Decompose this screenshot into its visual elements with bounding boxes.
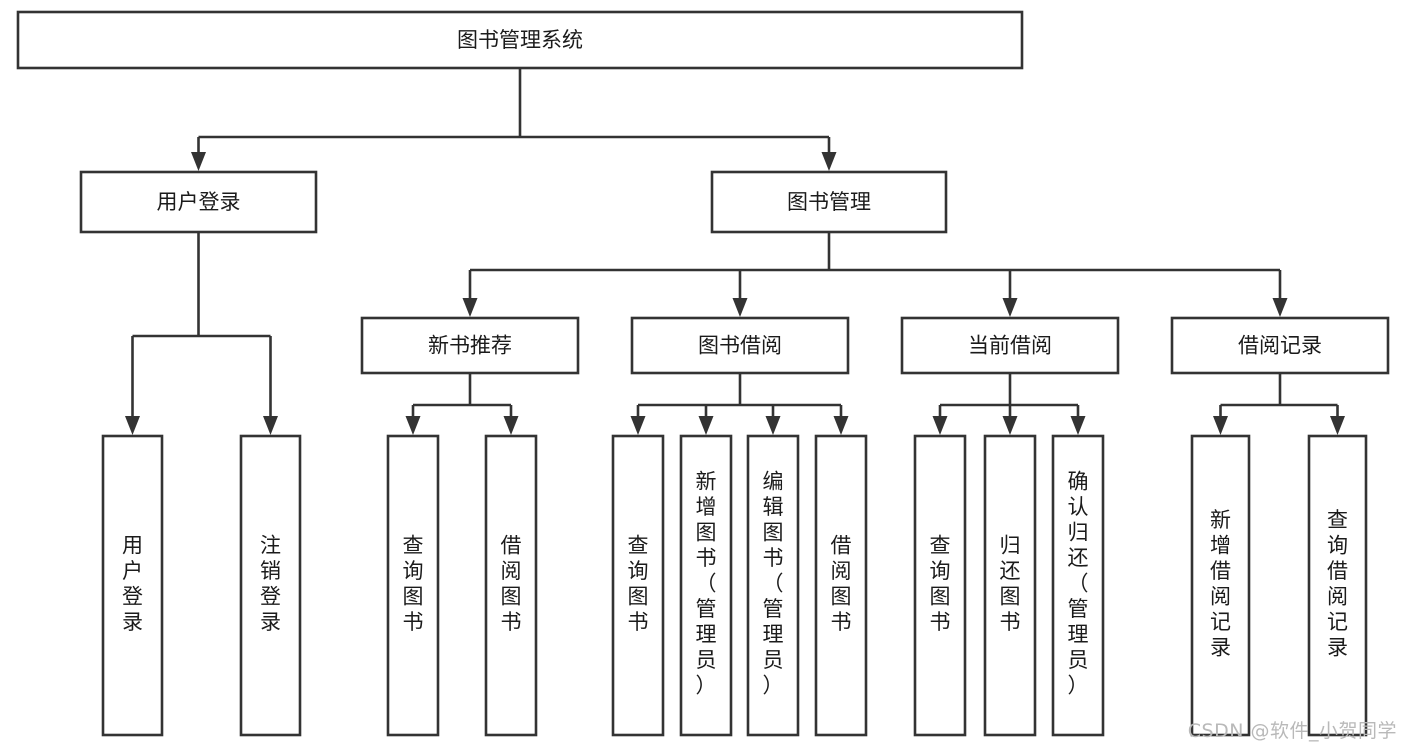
node-user-login[interactable]: 用户登录	[79, 170, 318, 234]
node-label-root: 图书管理系统	[457, 28, 583, 52]
node-leaf-query-book-recommend[interactable]: 查询图书	[386, 434, 440, 737]
arrow-book-management	[821, 152, 837, 171]
node-label-leaf-user-login: 用户登录	[122, 533, 143, 634]
node-box-leaf-logout	[239, 434, 302, 737]
node-leaf-query-borrow-record[interactable]: 查询借阅记录	[1307, 434, 1368, 737]
node-leaf-borrow-book[interactable]: 借阅图书	[814, 434, 868, 737]
node-label-leaf-add-borrow-record: 新增借阅记录	[1210, 508, 1231, 660]
arrow-leaf-add-book-admin	[698, 416, 714, 435]
node-box-leaf-query-book-recommend	[386, 434, 440, 737]
node-label-book-borrow: 图书借阅	[698, 334, 782, 358]
node-box-leaf-borrow-book-recommend	[484, 434, 538, 737]
node-leaf-edit-book-admin[interactable]: 编辑图书（管理员）	[746, 434, 800, 737]
node-layer: 图书管理系统用户登录图书管理新书推荐图书借阅当前借阅借阅记录用户登录注销登录查询…	[16, 10, 1390, 737]
arrow-leaf-user-login	[125, 416, 140, 435]
node-box-current-borrow	[900, 316, 1120, 375]
node-leaf-user-login[interactable]: 用户登录	[101, 434, 164, 737]
node-leaf-query-book-borrow[interactable]: 查询图书	[611, 434, 665, 737]
arrow-leaf-query-book-current	[932, 416, 948, 435]
node-box-leaf-user-login	[101, 434, 164, 737]
node-label-book-management: 图书管理	[787, 190, 871, 214]
node-leaf-return-book[interactable]: 归还图书	[983, 434, 1037, 737]
node-label-user-login: 用户登录	[157, 190, 241, 214]
node-label-leaf-add-book-admin: 新增图书（管理员）	[696, 470, 717, 698]
arrow-borrow-record	[1272, 298, 1288, 317]
node-label-leaf-query-book-current: 查询图书	[930, 533, 951, 634]
arrow-leaf-query-borrow-record	[1330, 416, 1345, 435]
arrow-leaf-logout	[263, 416, 278, 435]
node-new-book-recommend[interactable]: 新书推荐	[360, 316, 580, 375]
node-leaf-logout[interactable]: 注销登录	[239, 434, 302, 737]
arrow-leaf-confirm-return-admin	[1070, 416, 1086, 435]
node-leaf-borrow-book-recommend[interactable]: 借阅图书	[484, 434, 538, 737]
node-box-leaf-confirm-return-admin	[1051, 434, 1105, 737]
node-box-leaf-borrow-book	[814, 434, 868, 737]
node-leaf-query-book-current[interactable]: 查询图书	[913, 434, 967, 737]
arrow-leaf-edit-book-admin	[765, 416, 781, 435]
arrow-leaf-return-book	[1002, 416, 1018, 435]
node-label-leaf-borrow-book: 借阅图书	[831, 533, 852, 634]
node-label-leaf-edit-book-admin: 编辑图书（管理员）	[763, 470, 784, 698]
node-box-leaf-edit-book-admin	[746, 434, 800, 737]
node-leaf-confirm-return-admin[interactable]: 确认归还（管理员）	[1051, 434, 1105, 737]
node-label-current-borrow: 当前借阅	[968, 334, 1052, 358]
node-label-leaf-query-book-borrow: 查询图书	[628, 533, 649, 634]
arrow-leaf-borrow-book	[833, 416, 849, 435]
node-label-borrow-record: 借阅记录	[1238, 334, 1322, 358]
node-label-leaf-return-book: 归还图书	[1000, 533, 1021, 634]
node-box-book-management	[710, 170, 948, 234]
node-box-leaf-add-borrow-record	[1190, 434, 1251, 737]
arrow-leaf-query-book-recommend	[405, 416, 421, 435]
node-leaf-add-book-admin[interactable]: 新增图书（管理员）	[679, 434, 733, 737]
arrow-current-borrow	[1002, 298, 1018, 317]
node-box-leaf-add-book-admin	[679, 434, 733, 737]
node-book-borrow[interactable]: 图书借阅	[630, 316, 850, 375]
node-box-new-book-recommend	[360, 316, 580, 375]
csdn-watermark: CSDN @软件_小贺同学	[1187, 720, 1397, 742]
node-current-borrow[interactable]: 当前借阅	[900, 316, 1120, 375]
arrow-leaf-add-borrow-record	[1213, 416, 1228, 435]
node-book-management[interactable]: 图书管理	[710, 170, 948, 234]
node-label-leaf-query-borrow-record: 查询借阅记录	[1327, 508, 1348, 660]
arrow-leaf-query-book-borrow	[630, 416, 646, 435]
node-borrow-record[interactable]: 借阅记录	[1170, 316, 1390, 375]
node-root[interactable]: 图书管理系统	[16, 10, 1024, 70]
node-box-leaf-query-borrow-record	[1307, 434, 1368, 737]
arrow-book-borrow	[732, 298, 748, 317]
node-label-new-book-recommend: 新书推荐	[428, 334, 512, 358]
node-leaf-add-borrow-record[interactable]: 新增借阅记录	[1190, 434, 1251, 737]
node-box-user-login	[79, 170, 318, 234]
node-label-leaf-confirm-return-admin: 确认归还（管理员）	[1068, 470, 1089, 698]
arrow-new-book-recommend	[462, 298, 478, 317]
node-label-leaf-logout: 注销登录	[260, 533, 281, 634]
node-box-root	[16, 10, 1024, 70]
node-box-leaf-query-book-current	[913, 434, 967, 737]
node-label-leaf-borrow-book-recommend: 借阅图书	[501, 533, 522, 634]
node-box-borrow-record	[1170, 316, 1390, 375]
node-box-leaf-query-book-borrow	[611, 434, 665, 737]
node-box-book-borrow	[630, 316, 850, 375]
node-label-leaf-query-book-recommend: 查询图书	[403, 533, 424, 634]
arrow-leaf-borrow-book-recommend	[503, 416, 519, 435]
arrow-user-login	[191, 152, 206, 171]
connector-layer	[125, 68, 1345, 435]
node-box-leaf-return-book	[983, 434, 1037, 737]
